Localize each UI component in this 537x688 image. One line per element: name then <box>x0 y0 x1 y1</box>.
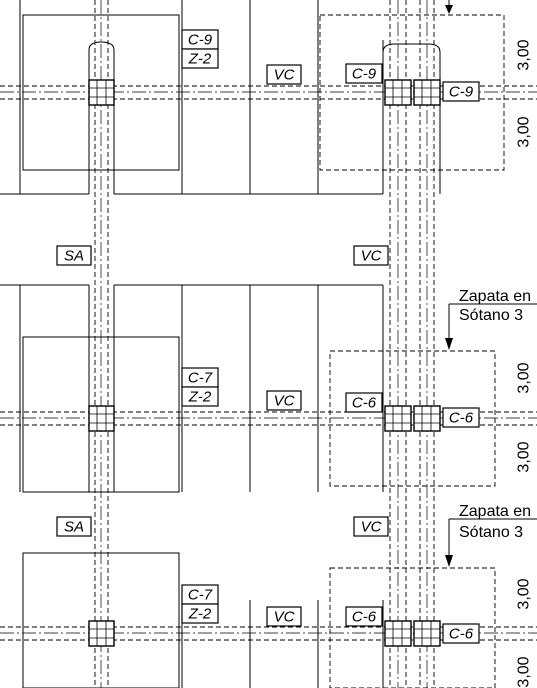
footing-z2-top <box>22 14 180 171</box>
tag-sa-1: SA <box>56 245 92 266</box>
tag-c6-right-bottom: C-6 <box>442 623 480 644</box>
tag-z2-text: Z-2 <box>188 51 212 68</box>
basement-footings <box>319 14 505 688</box>
tag-vc-bottom: VC <box>266 606 302 627</box>
tag-c6-right-middle: C-6 <box>442 407 480 428</box>
tag-c6-text: C-6 <box>449 410 474 427</box>
column-pair-top <box>384 79 441 106</box>
column-pair-middle <box>384 405 441 432</box>
dimension-label: 3,00 <box>516 656 533 687</box>
dimension-label: 3,00 <box>516 441 533 472</box>
dimension-label: 3,00 <box>516 578 533 609</box>
tag-c7-bottom: C-7 <box>181 584 219 605</box>
tag-vc-middle: VC <box>266 390 302 411</box>
tag-z2-text: Z-2 <box>188 606 212 623</box>
columns <box>88 79 441 647</box>
tag-vc-2: VC <box>353 516 389 537</box>
basement-footing-bottom <box>329 567 496 688</box>
column-pair-bottom <box>384 620 441 647</box>
tags: C-9 Z-2 VC C-9 C-9 SA VC C- <box>56 29 480 644</box>
footings <box>22 14 180 688</box>
tag-c9-footing-top: C-9 <box>181 29 219 50</box>
tag-c9-mid-top: C-9 <box>345 63 383 84</box>
tag-sa-2: SA <box>56 516 92 537</box>
tag-z2-bottom: Z-2 <box>181 603 219 624</box>
note-line2: Sótano 3 <box>459 307 523 324</box>
column-left-bottom <box>88 620 115 647</box>
tag-c6-text: C-6 <box>352 609 377 626</box>
notes: Zapata en Sótano 3 Zapata en Sótano 3 <box>459 288 531 541</box>
tag-c9-text: C-9 <box>449 84 474 101</box>
tag-c6-text: C-6 <box>352 395 377 412</box>
tag-vc-text: VC <box>274 609 295 626</box>
arrow-head-icon <box>445 5 453 14</box>
tag-vc-text: VC <box>361 519 382 536</box>
column-left-middle <box>88 405 115 432</box>
tag-vc-text: VC <box>361 248 382 265</box>
tag-c7-text: C-7 <box>188 370 213 387</box>
tag-z2-top: Z-2 <box>181 48 219 69</box>
basement-footing-top <box>319 14 505 171</box>
tag-vc-1: VC <box>353 245 389 266</box>
tag-c9-right-top: C-9 <box>442 81 480 102</box>
dimensions: 3,00 3,00 3,00 3,00 3,00 3,00 <box>516 39 533 687</box>
tag-sa-text: SA <box>64 248 84 265</box>
leaders <box>445 0 537 567</box>
tag-vc-top: VC <box>266 64 302 85</box>
tag-c7-text: C-7 <box>188 587 213 604</box>
dimension-label: 3,00 <box>516 116 533 147</box>
footing-z2-middle <box>22 336 180 493</box>
tag-c6-text: C-6 <box>449 626 474 643</box>
tag-c6-mid-middle: C-6 <box>345 392 383 413</box>
tag-c9-text: C-9 <box>188 32 213 49</box>
footing-z2-bottom <box>22 552 180 688</box>
arrow-head-icon <box>445 555 453 567</box>
column-left-top <box>88 79 115 106</box>
note-line2: Sótano 3 <box>459 524 523 541</box>
tag-c7-middle: C-7 <box>181 367 219 388</box>
wall-outlines <box>0 0 441 688</box>
tag-z2-text: Z-2 <box>188 389 212 406</box>
note-line1: Zapata en <box>459 288 531 305</box>
tag-c9-text: C-9 <box>352 66 377 83</box>
tag-vc-text: VC <box>274 393 295 410</box>
arrow-head-icon <box>445 338 453 350</box>
tag-vc-text: VC <box>274 67 295 84</box>
tag-sa-text: SA <box>64 519 84 536</box>
tag-c6-mid-bottom: C-6 <box>345 606 383 627</box>
dimension-label: 3,00 <box>516 39 533 70</box>
basement-footing-middle <box>329 350 496 487</box>
dimension-label: 3,00 <box>516 362 533 393</box>
note-line1: Zapata en <box>459 503 531 520</box>
tag-z2-middle: Z-2 <box>181 386 219 407</box>
